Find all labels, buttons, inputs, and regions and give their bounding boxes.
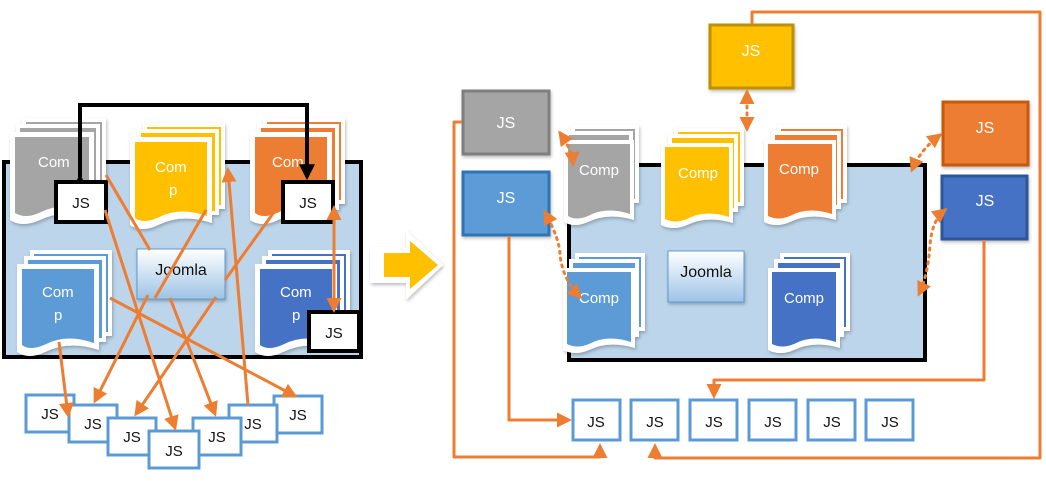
before-joomla-core	[136, 248, 226, 300]
after-js-light-blue-label: JS	[497, 190, 516, 207]
shared-js-box	[864, 398, 915, 442]
after-diagram: Comp Comp Comp Comp Comp	[452, 10, 1042, 460]
before-component-yellow	[130, 123, 225, 229]
before-embedded-js-gray	[54, 180, 108, 224]
after-js-gray-label: JS	[497, 115, 516, 132]
after-dotted-links	[543, 89, 948, 300]
shared-js-label: JS	[587, 414, 605, 431]
after-shared-js-row: JS JS JS JS JS JS	[571, 398, 915, 442]
before-component-orange-label: Com	[272, 154, 304, 171]
right-arrow-icon	[370, 230, 443, 300]
after-component-yellow	[661, 128, 744, 228]
before-embedded-js-orange	[281, 180, 335, 224]
shared-js-box	[571, 398, 622, 442]
after-joomla-core	[667, 250, 745, 303]
after-js-orange	[941, 100, 1030, 167]
scattered-js-label: JS	[165, 443, 183, 460]
shared-js-label: JS	[823, 414, 841, 431]
scattered-js-label: JS	[244, 416, 262, 433]
after-js-dark-blue-label: JS	[976, 193, 995, 210]
after-js-light-blue	[461, 170, 551, 237]
before-component-light-blue-label-1: Com	[42, 284, 74, 301]
after-js-gray	[461, 89, 551, 156]
after-js-yellow-label: JS	[742, 43, 761, 60]
before-diagram: Com Com p Com Com p	[2, 103, 363, 470]
shared-js-box	[629, 398, 680, 442]
scattered-js-label: JS	[289, 407, 307, 424]
before-component-yellow-label-1: Com	[155, 159, 187, 176]
before-component-light-blue	[17, 250, 112, 356]
after-component-light-blue-label: Comp	[579, 290, 619, 307]
shared-js-label: JS	[646, 414, 664, 431]
scattered-js-box	[272, 394, 324, 435]
after-component-dark-blue	[768, 253, 850, 353]
scattered-js-label: JS	[208, 429, 226, 446]
after-joomla-label: Joomla	[680, 264, 732, 281]
before-embedded-js-gray-label: JS	[72, 195, 90, 212]
after-js-yellow	[708, 23, 795, 90]
after-component-orange	[764, 125, 847, 225]
after-component-yellow-label: Comp	[678, 165, 718, 182]
after-routing-arrows	[452, 10, 1042, 460]
before-joomla-label: Joomla	[155, 262, 207, 279]
after-js-orange-label: JS	[976, 120, 995, 137]
before-shared-js-link	[72, 103, 315, 190]
before-component-dark-blue-label-2: p	[292, 307, 300, 324]
before-tangled-arrows	[57, 167, 298, 431]
scattered-js-label: JS	[84, 416, 102, 433]
after-js-dark-blue	[940, 174, 1029, 241]
before-component-light-blue-label-2: p	[54, 307, 62, 324]
scattered-js-label: JS	[123, 429, 141, 446]
shared-js-label: JS	[705, 414, 723, 431]
shared-js-box	[688, 398, 739, 442]
before-component-dark-blue-label-1: Com	[280, 284, 312, 301]
after-component-orange-label: Comp	[779, 161, 819, 178]
before-component-gray-label: Com	[38, 154, 70, 171]
shared-js-box	[806, 398, 857, 442]
after-component-gray	[564, 125, 639, 225]
before-scattered-js: JS JS JS JS JS JS JS	[24, 393, 324, 470]
scattered-js-box	[147, 429, 201, 470]
scattered-js-label: JS	[41, 406, 59, 423]
after-component-dark-blue-label: Comp	[784, 290, 824, 307]
shared-js-label: JS	[764, 414, 782, 431]
after-component-gray-label: Comp	[579, 162, 619, 179]
before-component-yellow-label-2: p	[169, 182, 177, 199]
shared-js-box	[747, 398, 798, 442]
before-embedded-js-orange-label: JS	[299, 195, 317, 212]
shared-js-label: JS	[881, 414, 899, 431]
before-embedded-js-dark-blue-label: JS	[325, 325, 343, 342]
